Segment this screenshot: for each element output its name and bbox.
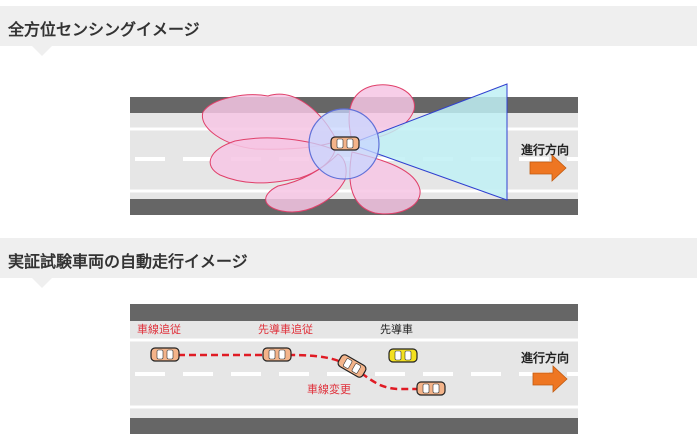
road-edge-bottom <box>130 418 578 434</box>
label-lane-change: 車線変更 <box>307 382 351 396</box>
direction-arrow-icon <box>532 365 568 393</box>
lead-car <box>388 348 418 363</box>
header-pointer <box>32 46 52 56</box>
section-title-autodrive: 実証試験車両の自動走行イメージ <box>8 252 248 271</box>
car-lane-follow <box>150 347 180 362</box>
vehicle-path <box>178 353 418 391</box>
section-header-sensing: 全方位センシングイメージ <box>0 6 697 56</box>
road-edge-bottom <box>130 199 578 215</box>
direction-arrow-icon <box>529 154 567 182</box>
direction-label: 進行方向 <box>521 350 569 365</box>
label-lane-follow: 車線追従 <box>137 322 181 336</box>
label-lead-car: 先導車 <box>380 322 413 336</box>
car-lane-change <box>337 354 367 378</box>
ego-car <box>330 136 360 151</box>
road-edge-top <box>130 304 578 321</box>
car-after-change <box>416 381 446 396</box>
header-pointer <box>32 278 52 288</box>
front-sensor-cone <box>348 83 508 201</box>
car-lead-follow <box>262 347 292 362</box>
section-header-autodrive: 実証試験車両の自動走行イメージ <box>0 238 697 288</box>
sensor-lobe-rear-bottom <box>209 137 336 184</box>
label-lead-follow: 先導車追従 <box>258 322 313 336</box>
section-title-sensing: 全方位センシングイメージ <box>8 20 200 39</box>
direction-label: 進行方向 <box>521 142 569 157</box>
